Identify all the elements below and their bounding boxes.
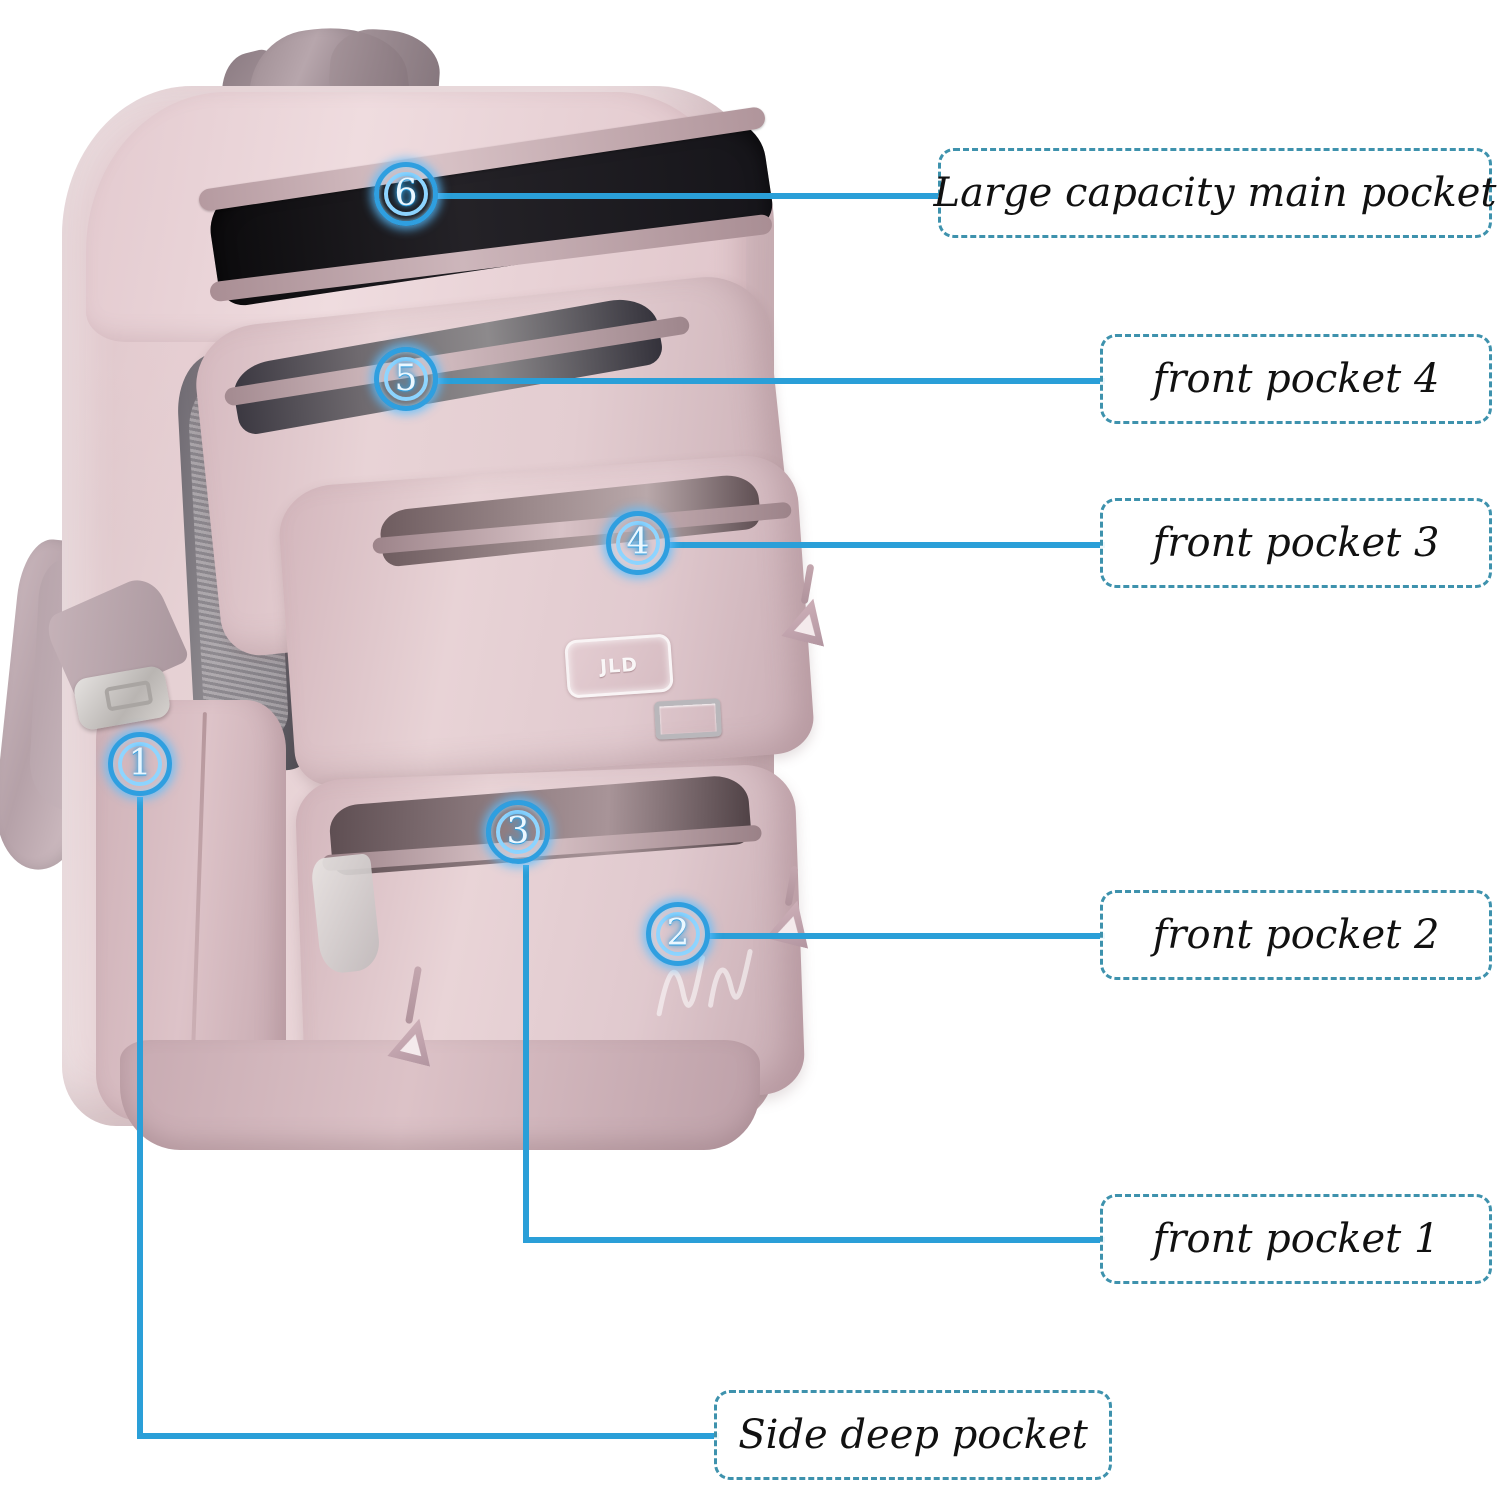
decorative-script-print [656,949,753,1017]
marker-4[interactable]: 4 [606,511,670,575]
callout-front-pocket-4[interactable]: front pocket 4 [1100,334,1492,424]
leader-line-1 [137,797,719,1439]
leader-line-3 [523,865,1105,1243]
callout-large-capacity-main-pocket[interactable]: Large capacity main pocket [934,148,1496,238]
backpack-product-image: JLD [0,0,900,1220]
marker-2[interactable]: 2 [646,902,710,966]
callout-front-pocket-3[interactable]: front pocket 3 [1100,498,1492,588]
marker-3[interactable]: 3 [486,800,550,864]
marker-1[interactable]: 1 [108,732,172,796]
backpack-bottom [120,1040,760,1150]
callout-front-pocket-2[interactable]: front pocket 2 [1100,890,1492,980]
marker-5[interactable]: 5 [374,347,438,411]
marker-6[interactable]: 6 [374,162,438,226]
callout-side-deep-pocket[interactable]: Side deep pocket [714,1390,1112,1480]
callout-front-pocket-1[interactable]: front pocket 1 [1100,1194,1492,1284]
